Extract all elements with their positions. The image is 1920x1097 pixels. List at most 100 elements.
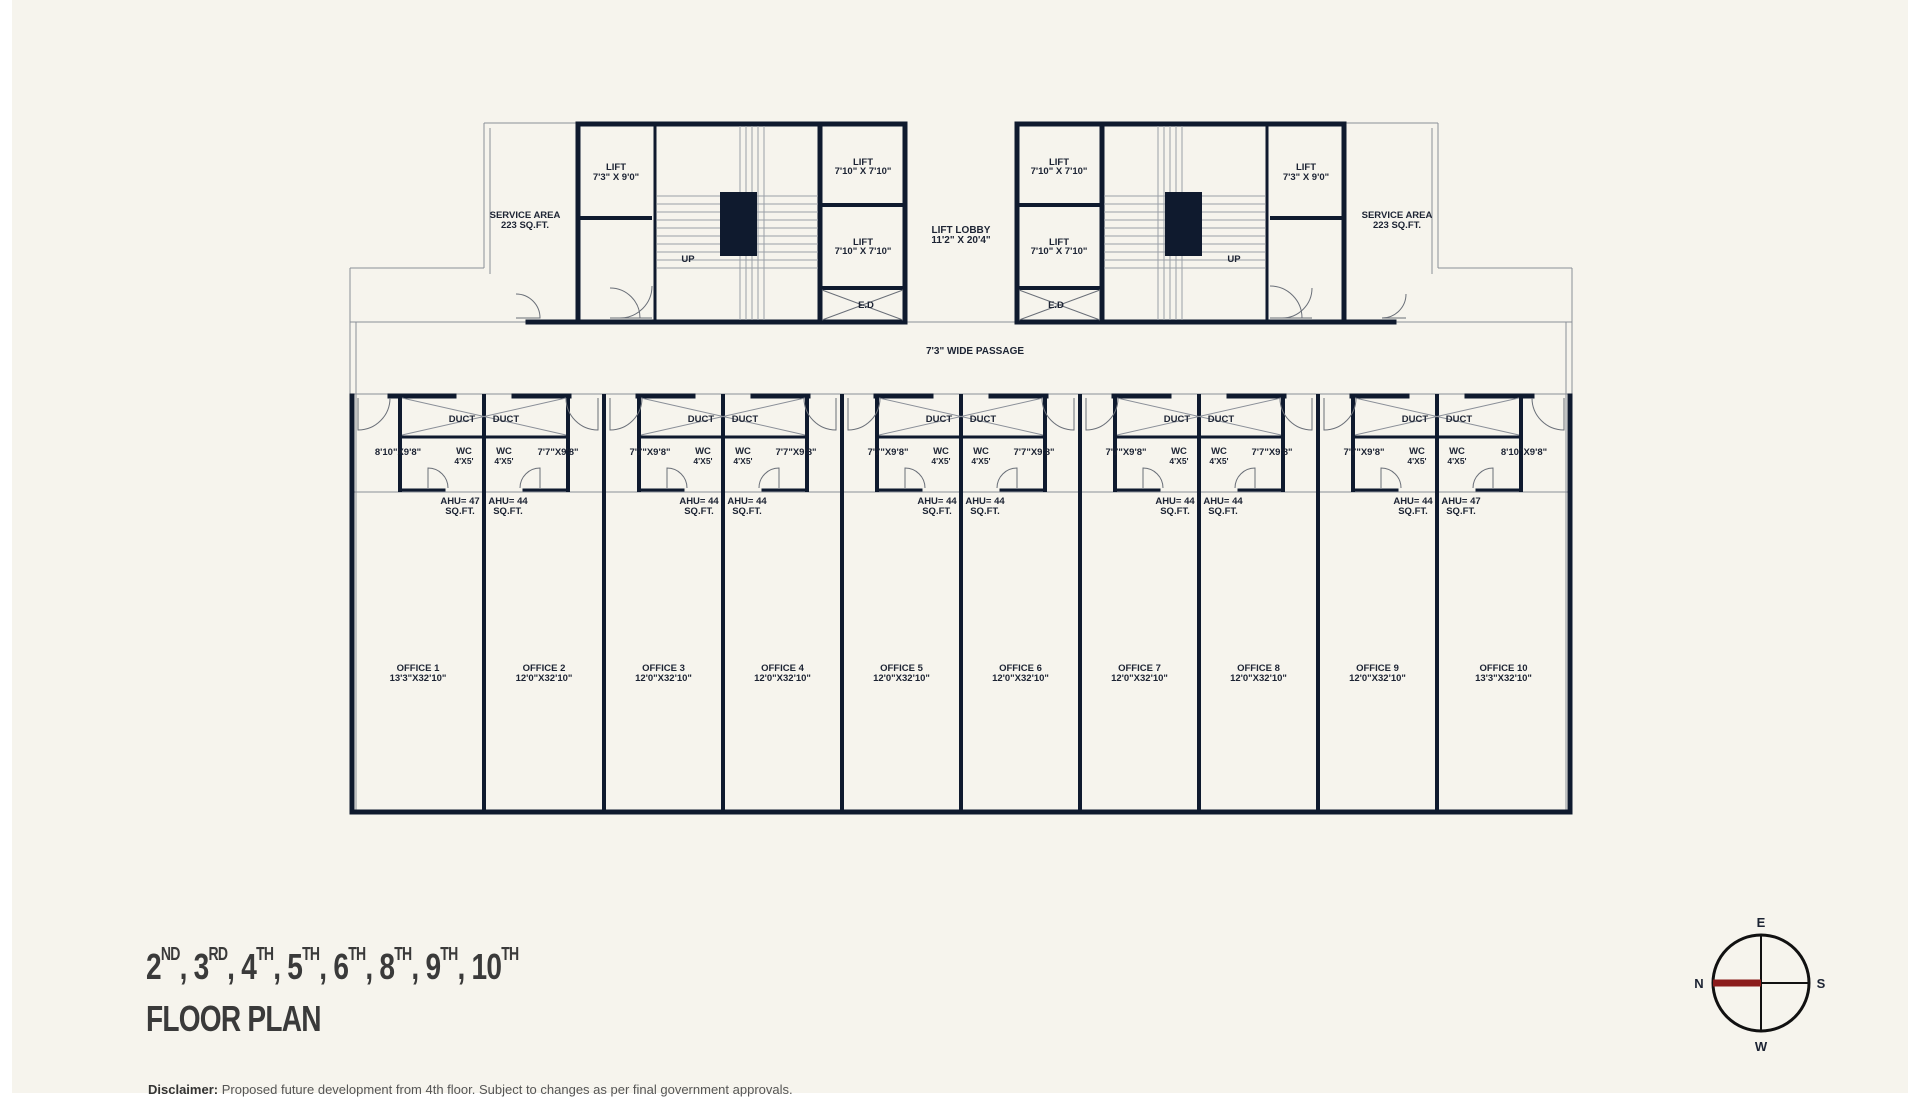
ahu-unit: SQ.FT. — [1398, 506, 1428, 517]
compass-west-label: W — [1755, 1039, 1768, 1054]
office-size: 13'3"X32'10" — [390, 673, 447, 684]
wc-door — [666, 467, 688, 489]
ed-cross — [1018, 289, 1101, 321]
wc-size: 4'X5' — [1407, 456, 1426, 466]
office-door — [1323, 397, 1357, 431]
ahu-label: AHU= 47 — [1441, 496, 1480, 507]
floor-list-title: 2ND, 3RD, 4TH, 5TH, 6TH, 8TH, 9TH, 10TH — [146, 944, 520, 987]
office-name: OFFICE 10 — [1479, 663, 1527, 674]
floor-number: 10TH — [471, 944, 520, 987]
wc-label: WC — [973, 446, 989, 457]
office-size: 12'0"X32'10" — [1349, 673, 1406, 684]
anteroom-size: 7'7"X9'8" — [868, 447, 909, 458]
office-name: OFFICE 9 — [1356, 663, 1399, 674]
wc-size: 4'X5' — [931, 456, 950, 466]
door-swing — [1281, 287, 1313, 319]
office-name: OFFICE 5 — [880, 663, 923, 674]
floor-suffix: RD — [208, 944, 228, 964]
floor-suffix: ND — [160, 944, 181, 964]
lift-label: LIFT — [853, 237, 873, 248]
ahu-label: AHU= 44 — [1203, 496, 1243, 507]
office-size: 12'0"X32'10" — [992, 673, 1049, 684]
floor-number: 5TH — [287, 944, 320, 987]
anteroom-size: 8'10"X9'8" — [375, 447, 421, 458]
office-door — [1085, 397, 1119, 431]
stair-up-label: UP — [681, 254, 695, 265]
duct-label: DUCT — [1208, 414, 1235, 425]
ahu-label: AHU= 44 — [1155, 496, 1195, 507]
ahu-unit: SQ.FT. — [922, 506, 952, 517]
ahu-unit: SQ.FT. — [493, 506, 523, 517]
ahu-label: AHU= 44 — [917, 496, 957, 507]
stair-core — [720, 192, 757, 256]
stair-core — [1165, 192, 1202, 256]
office-door — [357, 397, 391, 431]
floor-suffix: TH — [440, 944, 458, 964]
wc-label: WC — [456, 446, 472, 457]
lift-label: LIFT — [853, 157, 873, 168]
office-size: 13'3"X32'10" — [1475, 673, 1532, 684]
ahu-label: AHU= 44 — [727, 496, 767, 507]
wc-label: WC — [496, 446, 512, 457]
office-name: OFFICE 6 — [999, 663, 1042, 674]
duct-cross — [1354, 397, 1520, 436]
floor-number: 6TH — [333, 944, 366, 987]
door-swing — [515, 293, 541, 319]
lift-size: 7'3" X 9'0" — [593, 172, 639, 183]
anteroom-size: 7'7"X9'8" — [1106, 447, 1147, 458]
anteroom-size: 7'7"X9'8" — [1014, 447, 1055, 458]
wc-door — [1142, 467, 1164, 489]
office-name: OFFICE 1 — [397, 663, 440, 674]
wc-size: 4'X5' — [1169, 456, 1188, 466]
duct-label: DUCT — [449, 414, 476, 425]
wc-label: WC — [1211, 446, 1227, 457]
ahu-unit: SQ.FT. — [1208, 506, 1238, 517]
ed-label: E.D — [858, 300, 874, 311]
lift-label: LIFT — [1049, 157, 1069, 168]
anteroom-size: 7'7"X9'8" — [1252, 447, 1293, 458]
office-name: OFFICE 2 — [523, 663, 566, 674]
wc-size: 4'X5' — [693, 456, 712, 466]
office-size: 12'0"X32'10" — [1111, 673, 1168, 684]
floor-suffix: TH — [256, 944, 274, 964]
lift-lobby-label: LIFT LOBBY — [932, 225, 991, 236]
duct-label: DUCT — [1446, 414, 1473, 425]
wc-size: 4'X5' — [733, 456, 752, 466]
duct-label: DUCT — [493, 414, 520, 425]
anteroom-size: 8'10"X9'8" — [1501, 447, 1547, 458]
wc-size: 4'X5' — [494, 456, 513, 466]
floor-plan-title: FLOOR PLAN — [146, 998, 321, 1039]
ahu-unit: SQ.FT. — [1160, 506, 1190, 517]
office-name: OFFICE 3 — [642, 663, 685, 674]
compass-south-label: S — [1817, 976, 1826, 991]
ahu-label: AHU= 44 — [965, 496, 1005, 507]
disclaimer-text: Proposed future development from 4th flo… — [221, 1082, 793, 1097]
ahu-label: AHU= 44 — [488, 496, 528, 507]
wc-door — [996, 467, 1018, 489]
compass-north-label: N — [1694, 976, 1703, 991]
wc-size: 4'X5' — [1209, 456, 1228, 466]
office-name: OFFICE 4 — [761, 663, 804, 674]
duct-cross — [1116, 397, 1282, 436]
duct-label: DUCT — [1402, 414, 1429, 425]
ahu-unit: SQ.FT. — [1446, 506, 1476, 517]
wc-door — [427, 467, 449, 489]
wc-size: 4'X5' — [1447, 456, 1466, 466]
ahu-unit: SQ.FT. — [970, 506, 1000, 517]
passage-label: 7'3" WIDE PASSAGE — [926, 346, 1024, 357]
floor-number: 4TH — [241, 944, 274, 987]
service-area-size: 223 SQ.FT. — [1373, 220, 1421, 231]
anteroom-size: 7'7"X9'8" — [630, 447, 671, 458]
duct-cross — [401, 397, 567, 436]
lift-lobby-size: 11'2" X 20'4" — [931, 235, 991, 246]
office-size: 12'0"X32'10" — [635, 673, 692, 684]
lift-size: 7'10" X 7'10" — [835, 166, 892, 177]
office-size: 12'0"X32'10" — [1230, 673, 1287, 684]
lift-label: LIFT — [606, 162, 626, 173]
floor-number: 2ND — [146, 944, 181, 987]
wc-label: WC — [735, 446, 751, 457]
door-swing — [609, 287, 641, 319]
service-area-label: SERVICE AREA — [1362, 210, 1433, 221]
floor-suffix: TH — [394, 944, 412, 964]
service-area-size: 223 SQ.FT. — [501, 220, 549, 231]
